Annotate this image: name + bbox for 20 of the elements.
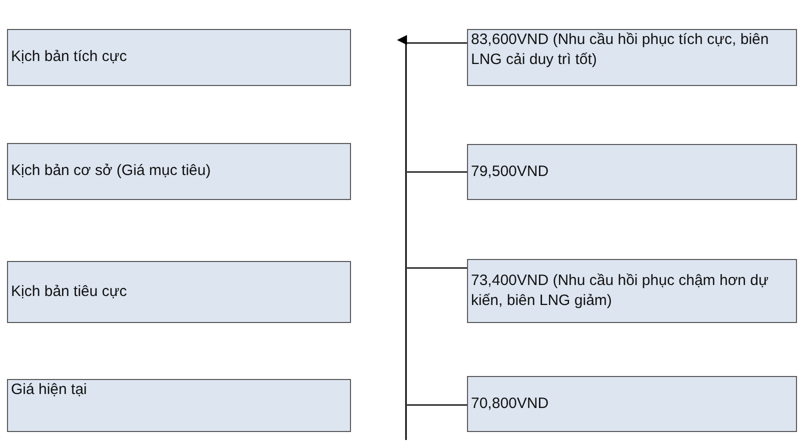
box-text: 70,800VND <box>471 394 549 414</box>
scenario-box <box>7 29 351 86</box>
scenario-box <box>7 379 351 432</box>
box-text: 79,500VND <box>471 162 549 182</box>
scenario-box <box>7 261 351 323</box>
scenario-box <box>467 144 797 200</box>
box-text: 83,600VND (Nhu cầu hồi phục tích cực, biên LNG cải duy trì tốt) <box>471 30 770 70</box>
scenario-box <box>7 143 351 200</box>
box-text: 73,400VND (Nhu cầu hồi phục chậm hơn dự kiến, biên LNG giảm) <box>471 270 770 311</box>
scenario-box <box>467 376 797 432</box>
connector-line <box>407 267 467 269</box>
box-text: Kịch bản tiêu cực <box>11 282 127 302</box>
box-text: Giá hiện tại <box>11 380 87 400</box>
scenario-box <box>467 29 797 86</box>
connector-line <box>407 171 467 173</box>
box-text: Kịch bản cơ sở (Giá mục tiêu) <box>11 161 211 182</box>
connector-line <box>407 404 467 406</box>
scenario-box <box>467 259 797 323</box>
connector-line <box>407 42 467 44</box>
box-text: Kịch bản tích cực <box>11 47 127 68</box>
